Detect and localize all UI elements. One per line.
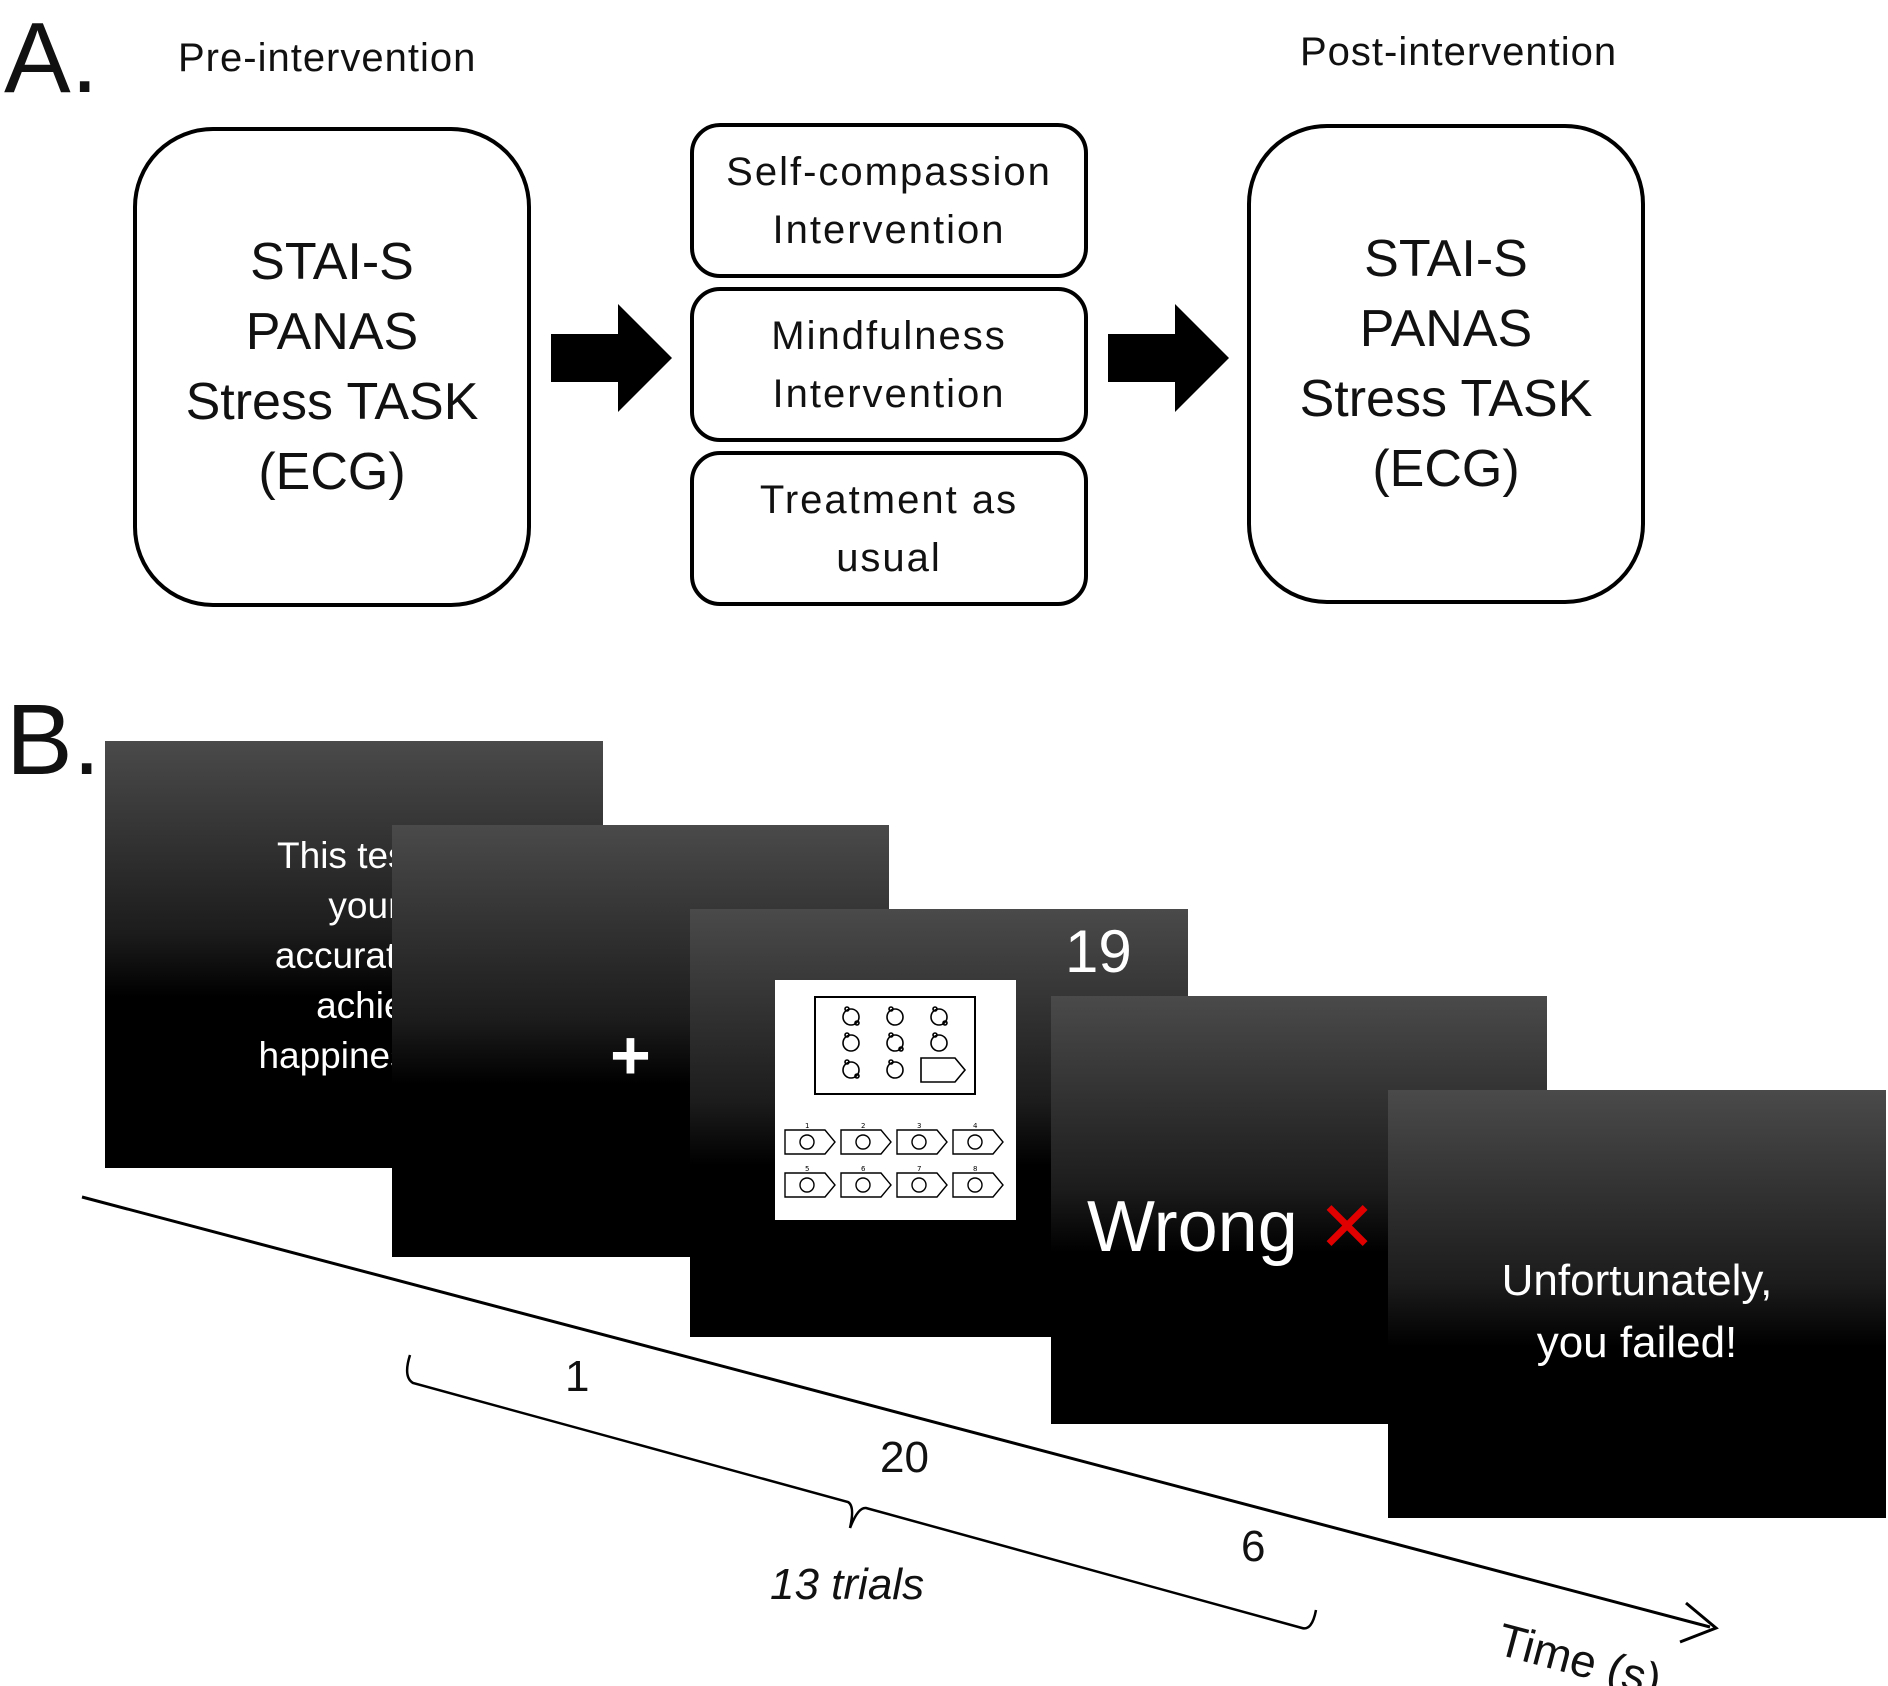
option-number: 5 [805, 1165, 809, 1173]
answer-option [840, 1129, 892, 1155]
option-figure [911, 1177, 927, 1193]
condition-self-compassion: Self-compassion Intervention [690, 123, 1088, 278]
countdown-timer: 19 [1065, 918, 1132, 985]
arrowhead-icon [1679, 1601, 1719, 1644]
answer-slot [920, 1057, 967, 1083]
matrix-dot [942, 1020, 948, 1026]
matrix-figure [930, 1008, 948, 1026]
final-message-line-1: Unfortunately, [1501, 1256, 1773, 1305]
option-figure [855, 1134, 871, 1150]
option-figure [967, 1134, 983, 1150]
panel-a-letter: A. [4, 2, 99, 114]
matrix-figure [886, 1061, 904, 1079]
answer-option [896, 1172, 948, 1198]
answer-option [896, 1129, 948, 1155]
matrix-dot [888, 1006, 894, 1012]
option-number: 8 [973, 1165, 977, 1173]
post-measure-3: Stress TASK [1299, 370, 1593, 428]
answer-option [840, 1172, 892, 1198]
matrix-figure [842, 1061, 860, 1079]
final-message-line-2: you failed! [1536, 1318, 1738, 1367]
matrix-dot [844, 1059, 850, 1065]
pre-intervention-label: Pre-intervention [178, 36, 477, 80]
condition-tau-line2: usual [836, 535, 942, 580]
condition-mindfulness: Mindfulness Intervention [690, 287, 1088, 442]
condition-treatment-as-usual: Treatment as usual [690, 451, 1088, 606]
matrix-dot [844, 1032, 850, 1038]
trials-brace [405, 1354, 1318, 1630]
option-number: 3 [917, 1122, 921, 1130]
matrix-figure [886, 1034, 904, 1052]
answer-option [952, 1129, 1004, 1155]
option-number: 6 [861, 1165, 866, 1173]
option-figure [967, 1177, 983, 1193]
matrix-dot [932, 1032, 938, 1038]
matrix-figure [886, 1008, 904, 1026]
trials-label: 13 trials [770, 1560, 925, 1609]
option-number: 2 [861, 1122, 865, 1130]
time-axis-line [81, 1195, 1711, 1629]
condition-self-compassion-line2: Intervention [772, 207, 1006, 252]
right-arrow-icon [1108, 304, 1229, 412]
answer-option [784, 1172, 836, 1198]
matrix-dot [888, 1032, 894, 1038]
cross-mark-icon: ✕ [1317, 1188, 1377, 1266]
answer-option [952, 1172, 1004, 1198]
option-figure [855, 1177, 871, 1193]
condition-mindfulness-line2: Intervention [772, 371, 1006, 416]
post-intervention-label: Post-intervention [1300, 30, 1618, 74]
option-number: 7 [917, 1165, 921, 1173]
matrix-dot [898, 1046, 904, 1052]
matrix-dot [854, 1020, 860, 1026]
condition-self-compassion-line1: Self-compassion [726, 149, 1052, 194]
matrix-dot [888, 1059, 894, 1065]
right-arrow-icon [551, 304, 672, 412]
final-message: Unfortunately, you failed! [1388, 1250, 1886, 1374]
post-measures-box: STAI-S PANAS Stress TASK (ECG) [1247, 124, 1645, 604]
pre-measure-4: (ECG) [258, 443, 406, 501]
fixation-cross: + [610, 1016, 651, 1094]
pre-measures-box: STAI-S PANAS Stress TASK (ECG) [133, 127, 531, 607]
option-figure [911, 1134, 927, 1150]
matrix-dot [932, 1006, 938, 1012]
wrong-label: Wrong [1087, 1187, 1298, 1267]
pre-measure-1: STAI-S [250, 233, 414, 291]
option-number: 1 [805, 1122, 809, 1130]
feedback-text: Wrong ✕ [1087, 1186, 1376, 1268]
timeline [81, 1195, 1719, 1644]
duration-1: 1 [565, 1352, 590, 1401]
condition-mindfulness-line1: Mindfulness [771, 313, 1007, 358]
condition-tau-line1: Treatment as [759, 477, 1019, 522]
post-measure-4: (ECG) [1372, 440, 1520, 498]
flow-arrows [551, 304, 1229, 412]
pre-measure-3: Stress TASK [185, 373, 479, 431]
matrix-figure [842, 1034, 860, 1052]
post-measure-2: PANAS [1359, 300, 1533, 358]
duration-20: 20 [880, 1433, 929, 1482]
option-number: 4 [973, 1122, 978, 1130]
matrix-dot [844, 1006, 850, 1012]
answer-option [784, 1129, 836, 1155]
post-measure-1: STAI-S [1364, 230, 1528, 288]
screen-final: Unfortunately, you failed! [1388, 1090, 1886, 1518]
option-figure [799, 1177, 815, 1193]
pre-measure-2: PANAS [245, 303, 419, 361]
option-figure [799, 1134, 815, 1150]
matrix-dot [854, 1073, 860, 1079]
panel-b-letter: B. [6, 684, 101, 796]
duration-6: 6 [1241, 1522, 1266, 1571]
matrix-stimulus: 1 2 3 4 5 6 7 8 [775, 980, 1016, 1220]
matrix-figure [930, 1034, 948, 1052]
matrix-figure [842, 1008, 860, 1026]
